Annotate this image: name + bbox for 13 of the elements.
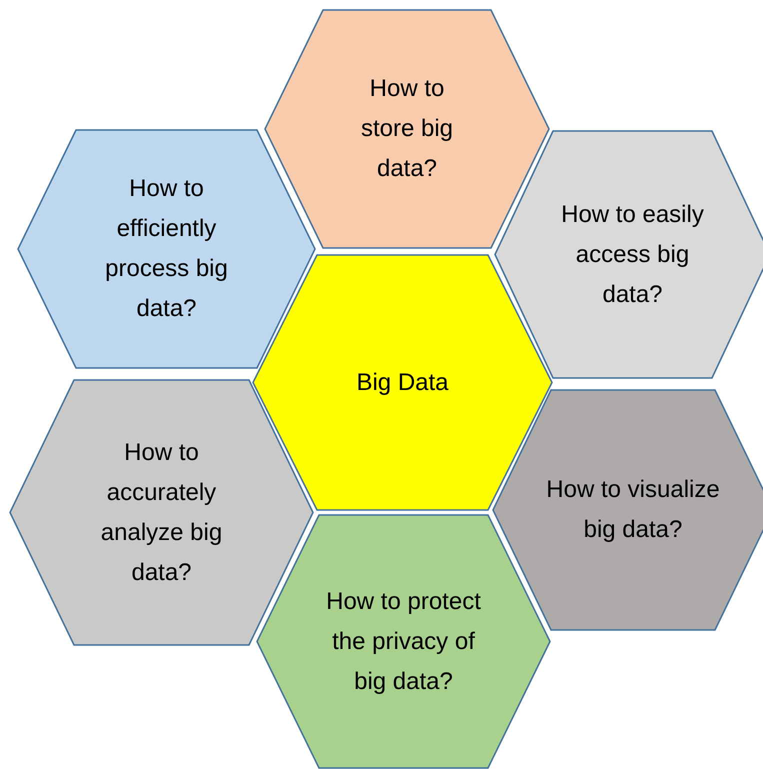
hexagon-text: Big Data <box>356 368 449 398</box>
hexagon-node <box>257 515 550 768</box>
hexagon-text: How to easily access big data? <box>560 200 705 310</box>
hexagon-text: How to efficiently process big data? <box>104 174 229 324</box>
hexagon-node <box>18 130 315 368</box>
hexagon-text: How to protect the privacy of big data? <box>325 586 482 696</box>
hexagon-node <box>265 10 549 248</box>
hexagon-node <box>10 380 313 645</box>
hexagon-text: How to store big data? <box>360 74 454 184</box>
hexagon-node <box>493 390 763 630</box>
hexagon-text: How to accurately analyze big data? <box>100 438 224 588</box>
hexagon-text: How to visualize big data? <box>545 475 721 545</box>
hexagon-node <box>495 131 763 378</box>
